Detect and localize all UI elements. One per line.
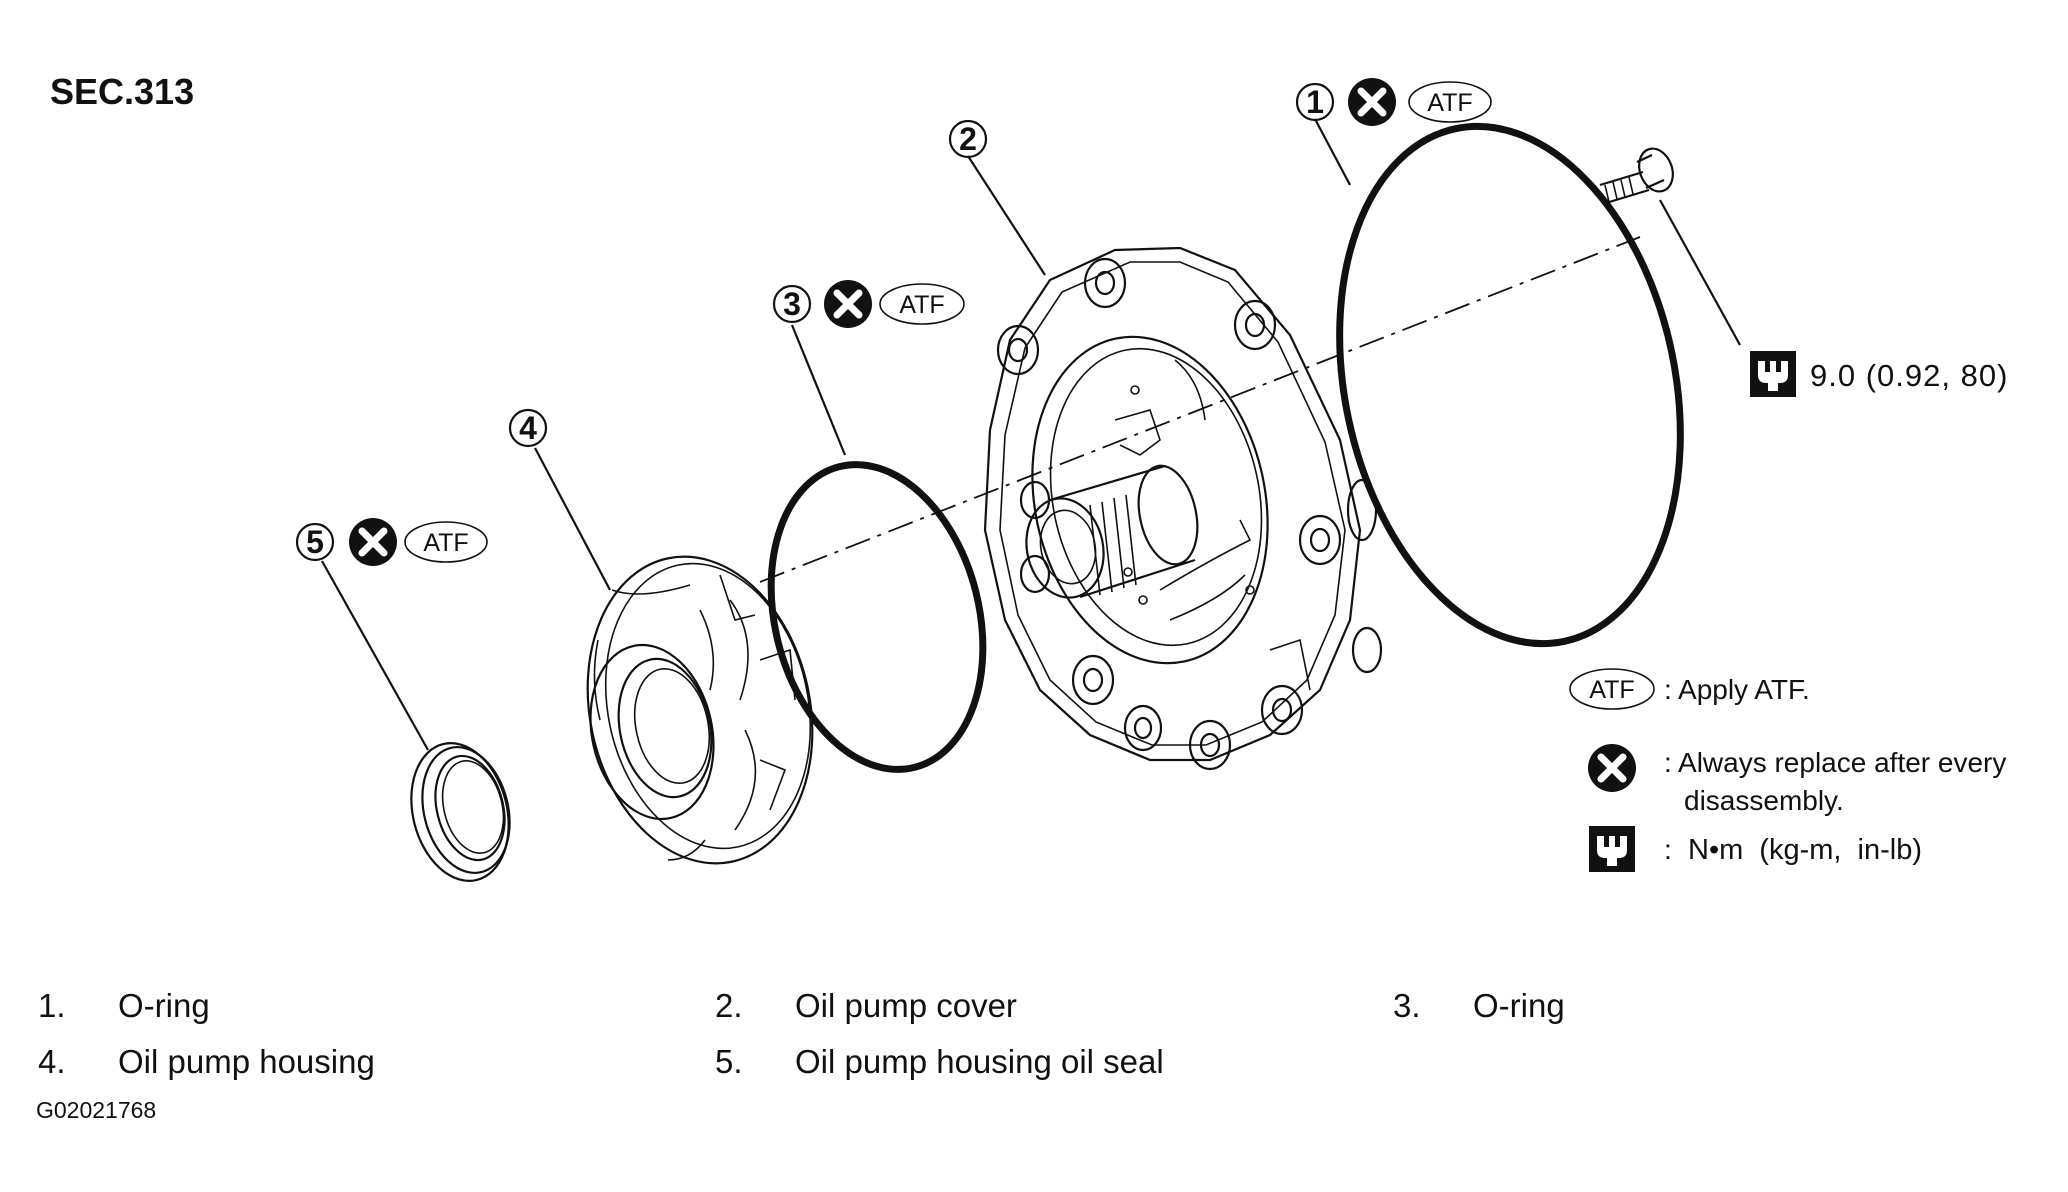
atf-badge-text: ATF bbox=[899, 291, 944, 319]
replace-icon bbox=[1348, 78, 1396, 126]
callout-4-number: 4 bbox=[519, 410, 537, 446]
legend-replace-line1: : Always replace after every bbox=[1664, 747, 2006, 778]
atf-badge-text: ATF bbox=[423, 529, 468, 557]
part-oil-seal bbox=[410, 742, 511, 882]
leader-lines bbox=[321, 118, 1741, 751]
legend-torque-unit: N•m (kg-m, in-lb) bbox=[1688, 834, 1922, 866]
part-oil-pump-cover bbox=[983, 246, 1383, 771]
section-title: SEC.313 bbox=[50, 71, 194, 112]
part-name: Oil pump housing bbox=[118, 1043, 375, 1080]
torque-wrench-icon bbox=[1750, 351, 1796, 397]
part-name: Oil pump cover bbox=[795, 987, 1017, 1024]
callout-2-number: 2 bbox=[959, 121, 977, 157]
callout-1-number: 1 bbox=[1306, 84, 1324, 120]
legend-atf-text: : Apply ATF. bbox=[1664, 674, 1810, 705]
part-o-ring-3 bbox=[767, 461, 987, 773]
callout-5: 5 ATF bbox=[295, 518, 488, 566]
torque-spec: 9.0 (0.92, 80) bbox=[1750, 351, 2008, 397]
atf-oval-icon bbox=[1569, 668, 1655, 710]
atf-badge-text: ATF bbox=[1427, 89, 1472, 117]
bolt bbox=[1599, 147, 1674, 205]
replace-icon bbox=[1588, 744, 1636, 792]
part-number: 4. bbox=[38, 1043, 66, 1080]
part-name: Oil pump housing oil seal bbox=[795, 1043, 1164, 1080]
legend: ATF : Apply ATF. : Always replace after … bbox=[1569, 668, 2006, 872]
part-o-ring-1 bbox=[1336, 122, 1684, 648]
part-name: O-ring bbox=[118, 987, 210, 1024]
part-number: 3. bbox=[1393, 987, 1421, 1024]
replace-icon bbox=[349, 518, 397, 566]
legend-torque-colon: : bbox=[1664, 834, 1672, 865]
part-number: 2. bbox=[715, 987, 743, 1024]
callout-4: 4 bbox=[508, 408, 548, 448]
center-axis bbox=[759, 236, 1641, 583]
figure-code: G02021768 bbox=[36, 1097, 157, 1123]
callout-1: 1 ATF bbox=[1295, 78, 1492, 126]
torque-wrench-icon bbox=[1589, 826, 1635, 872]
replace-icon bbox=[824, 280, 872, 328]
callout-3: 3 ATF bbox=[772, 280, 965, 328]
atf-badge-text: ATF bbox=[1589, 676, 1634, 704]
legend-replace-line2: disassembly. bbox=[1684, 785, 1844, 816]
part-number: 5. bbox=[715, 1043, 743, 1080]
callout-3-number: 3 bbox=[783, 286, 801, 322]
callout-5-number: 5 bbox=[306, 524, 324, 560]
part-name: O-ring bbox=[1473, 987, 1565, 1024]
torque-spec-value: 9.0 (0.92, 80) bbox=[1810, 358, 2008, 393]
part-number: 1. bbox=[38, 987, 66, 1024]
part-oil-pump-housing bbox=[586, 555, 814, 865]
callout-2: 2 bbox=[948, 119, 988, 159]
